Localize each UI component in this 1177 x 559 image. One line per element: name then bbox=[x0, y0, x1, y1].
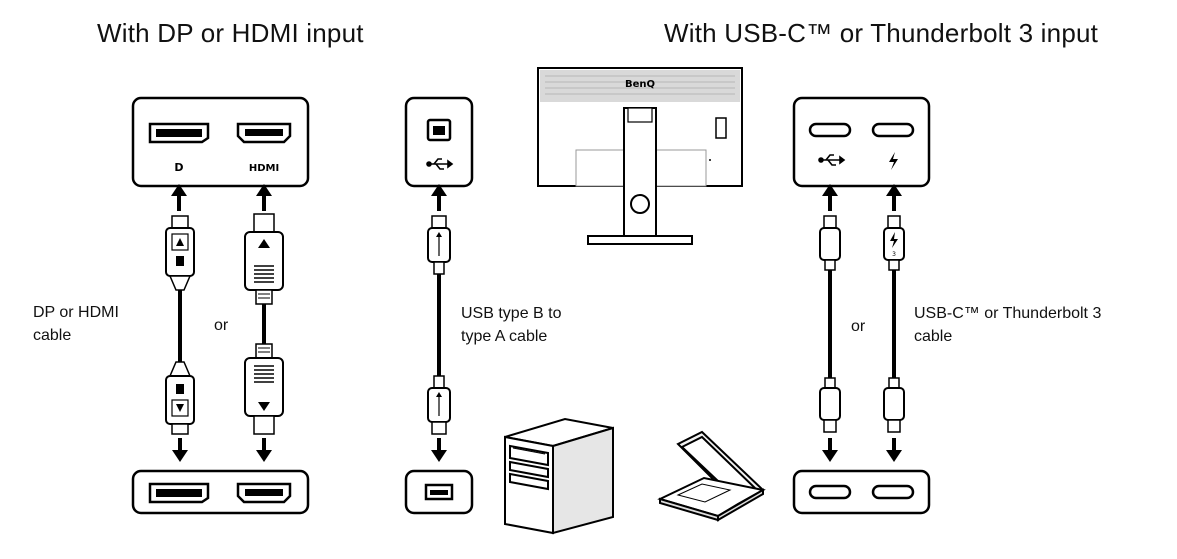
dp-port-label: D bbox=[174, 161, 183, 174]
computer-dp-hdmi-port-panel bbox=[131, 469, 310, 515]
usb-cable-label-line2: type A cable bbox=[461, 328, 548, 345]
right-or-text: or bbox=[851, 318, 866, 335]
monitor-usb-b-port-panel bbox=[404, 96, 474, 188]
usb-symbol-icon bbox=[818, 154, 846, 166]
computer-usbc-thunderbolt-port-panel bbox=[792, 469, 931, 515]
arrow-down-hdmi-icon bbox=[256, 438, 272, 462]
arrow-down-usbc-icon bbox=[822, 438, 838, 462]
usb-b-to-a-cable-icon bbox=[427, 215, 451, 435]
arrow-up-usbc-icon bbox=[822, 184, 838, 211]
arrow-up-thunderbolt-icon bbox=[886, 184, 902, 211]
arrow-down-dp-icon bbox=[172, 438, 188, 462]
usbc-thunderbolt-heading: With USB-C™ or Thunderbolt 3 input bbox=[664, 18, 1099, 48]
usb-symbol-icon bbox=[426, 158, 454, 170]
left-or-text: or bbox=[214, 317, 229, 334]
arrow-up-usb-icon bbox=[431, 184, 447, 211]
monitor-dp-hdmi-port-panel: D HDMI bbox=[131, 96, 310, 188]
arrow-down-thunderbolt-icon bbox=[886, 438, 902, 462]
thunderbolt-icon bbox=[889, 152, 898, 170]
usbc-thunderbolt-cable-label-line1: USB-C™ or Thunderbolt 3 bbox=[914, 305, 1102, 322]
dp-hdmi-cable-label: DP or HDMI cable bbox=[33, 301, 119, 347]
usbc-thunderbolt-cable-label: USB-C™ or Thunderbolt 3 cable bbox=[914, 302, 1101, 348]
hdmi-port-label: HDMI bbox=[249, 163, 279, 174]
usb-cable-label: USB type B to type A cable bbox=[461, 302, 562, 348]
arrow-up-hdmi-icon bbox=[256, 184, 272, 211]
usbc-cable-icon bbox=[819, 215, 841, 433]
thunderbolt-3-number: 3 bbox=[892, 251, 896, 258]
laptop-computer-icon bbox=[657, 430, 766, 522]
usbc-thunderbolt-cable-label-line2: cable bbox=[914, 328, 953, 345]
computer-usb-a-port-panel bbox=[404, 469, 474, 515]
monitor-rear-view-icon: BenQ bbox=[537, 67, 743, 245]
displayport-socket-icon bbox=[148, 122, 210, 144]
dp-hdmi-cable-label-line2: cable bbox=[33, 327, 72, 344]
desktop-computer-icon bbox=[504, 417, 614, 535]
monitor-brand-logo: BenQ bbox=[625, 79, 655, 90]
usb-cable-label-line1: USB type B to bbox=[461, 305, 562, 322]
monitor-usbc-thunderbolt-port-panel bbox=[792, 96, 931, 188]
thunderbolt-cable-icon: 3 bbox=[883, 215, 905, 433]
dp-hdmi-cable-label-line1: DP or HDMI bbox=[33, 304, 119, 321]
arrow-down-usb-icon bbox=[431, 438, 447, 462]
hdmi-socket-icon bbox=[236, 122, 292, 144]
displayport-cable-icon bbox=[165, 215, 195, 435]
arrow-up-dp-icon bbox=[171, 184, 187, 211]
dp-hdmi-heading: With DP or HDMI input bbox=[97, 18, 364, 48]
hdmi-cable-icon bbox=[244, 213, 284, 435]
